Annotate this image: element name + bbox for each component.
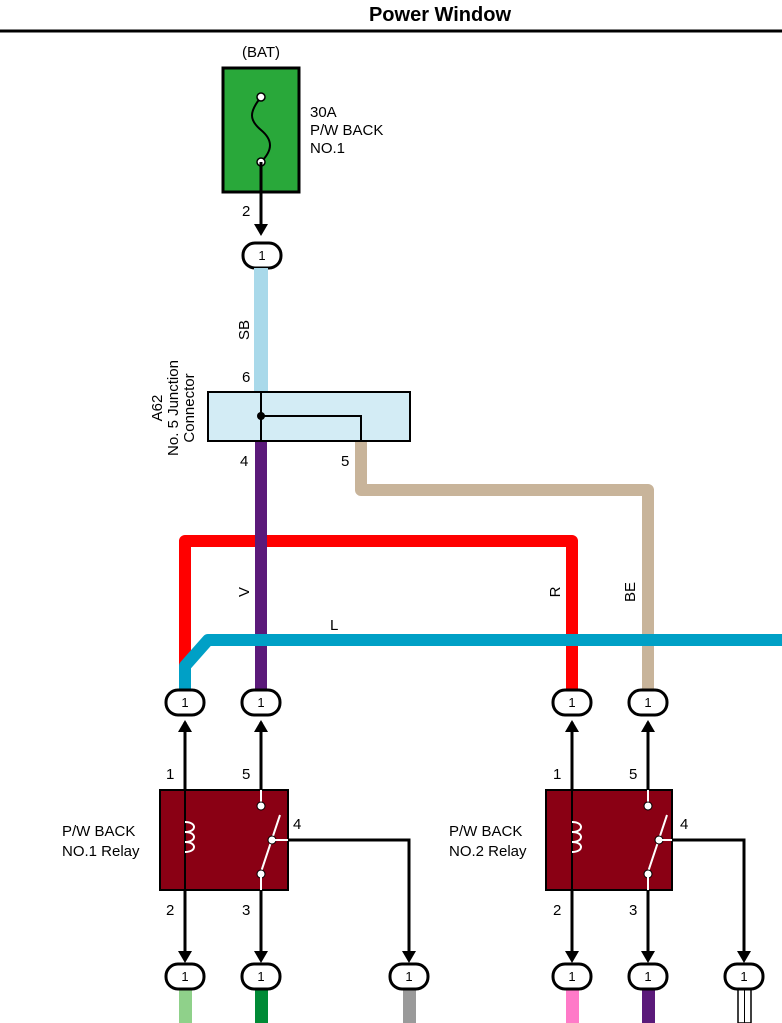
fuse-name-line1: P/W BACK [310,122,383,139]
connector-relay1-pin2: 1 [164,962,206,991]
junction-id: A62 [149,395,166,422]
fuse-rating: 30A [310,104,337,121]
relay2-leads [565,720,751,963]
svg-text:1: 1 [181,969,188,984]
wire-bottom-green [255,988,268,1023]
wire-l [179,634,782,690]
relay2-coil [571,821,582,853]
relay2-pin5: 5 [629,766,637,783]
fuse-pin: 2 [242,203,250,220]
relay-icon [545,789,673,891]
connector-l-upper: 1 [164,688,206,717]
relay1-leads [178,720,416,963]
connector-relay2-pin3: 1 [627,962,669,991]
relay1-body [159,789,289,891]
relay1-pin4: 4 [293,816,301,833]
junction-name-line1: No. 5 Junction [165,360,182,456]
junction-name-line2: Connector [181,373,198,442]
relay1-pin1: 1 [166,766,174,783]
wire-bottom-gray [403,988,416,1023]
relay-icon [159,789,289,891]
relay1-pin5: 5 [242,766,250,783]
connector-relay1-pin4: 1 [388,962,430,991]
junction-node [257,412,265,420]
connector-fuse-out: 1 [241,241,283,270]
svg-text:1: 1 [257,695,264,710]
connector-v-upper: 1 [240,688,282,717]
relay1-name-line1: P/W BACK [62,823,135,840]
page-title: Power Window [369,4,511,26]
relay2-name-line2: NO.2 Relay [449,843,527,860]
wire-label-sb: SB [236,320,253,340]
svg-text:1: 1 [644,969,651,984]
fuse-source-label: (BAT) [242,44,280,61]
connector-be-upper: 1 [627,688,669,717]
relay2-pin4: 4 [680,816,688,833]
wire-label-l: L [330,617,338,634]
relay2-pin3: 3 [629,902,637,919]
svg-text:1: 1 [258,248,265,263]
svg-text:1: 1 [257,969,264,984]
fuse-name-line2: NO.1 [310,140,345,157]
connector-relay2-pin4: 1 [723,962,765,991]
wire-label-v: V [236,587,253,597]
junction-internal-b [261,415,362,441]
relay2-body [545,789,673,891]
relay2-name-line1: P/W BACK [449,823,522,840]
wire-bottom-pink [566,988,579,1023]
wire-be [355,441,654,690]
fuse-terminal-top [256,92,266,102]
wire-bottom-violet [642,988,655,1023]
svg-text:1: 1 [740,969,747,984]
junction-pin-in: 6 [242,369,250,386]
svg-text:1: 1 [568,969,575,984]
junction-pin-out-a: 4 [240,453,248,470]
connector-relay1-pin3: 1 [240,962,282,991]
relay1-pin2: 2 [166,902,174,919]
connector-r-upper: 1 [551,688,593,717]
fuse-arrow-down [254,224,268,236]
relay1-coil [184,821,195,853]
relay1-name-line2: NO.1 Relay [62,843,140,860]
relay1-pin3: 3 [242,902,250,919]
svg-text:1: 1 [568,695,575,710]
relay2-pin1: 1 [553,766,561,783]
wire-bottom-white [737,987,752,1023]
svg-text:1: 1 [181,695,188,710]
svg-text:1: 1 [405,969,412,984]
wire-label-r: R [547,586,564,597]
wire-bottom-light-green [179,988,192,1023]
junction-pin-out-b: 5 [341,453,349,470]
wire-label-be: BE [622,582,639,602]
wire-r [179,535,578,690]
relay2-pin2: 2 [553,902,561,919]
svg-text:1: 1 [644,695,651,710]
fuse-element [251,96,271,163]
connector-relay2-pin2: 1 [551,962,593,991]
